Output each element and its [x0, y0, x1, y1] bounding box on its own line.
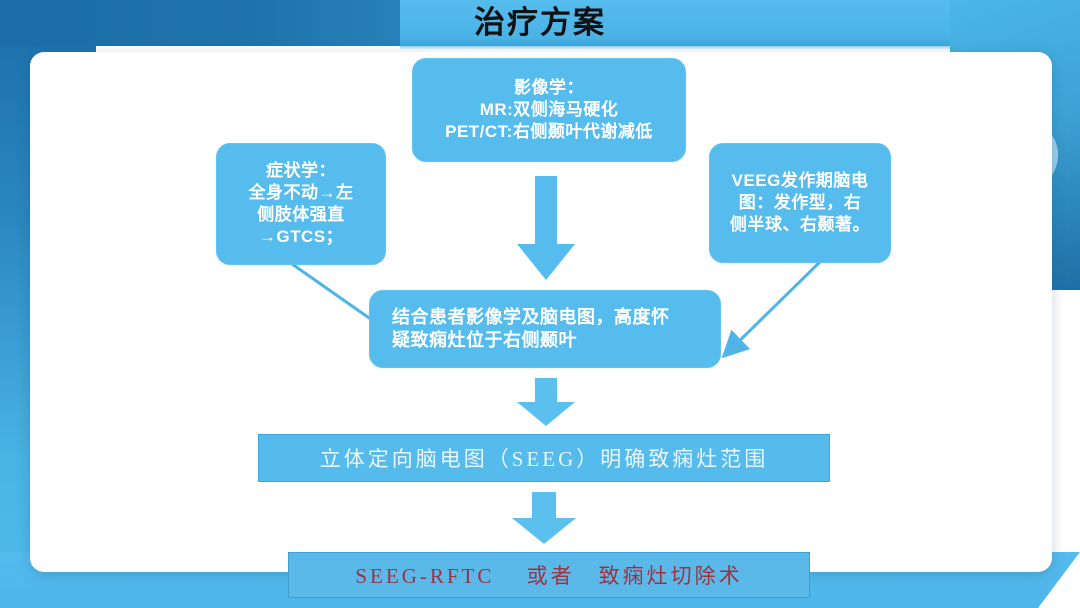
node-imaging-line1: 影像学： — [514, 77, 584, 97]
decor-header-dark-band — [0, 0, 430, 46]
node-seeg-range[interactable]: 立体定向脑电图（SEEG）明确致痫灶范围 — [258, 434, 830, 482]
node-symptomatology[interactable]: 症状学： 全身不动→左 侧肢体强直 →GTCS； — [216, 143, 386, 265]
node-symptom-line2: 全身不动→左 — [248, 182, 354, 202]
arrow-veeg-to-synthesis — [721, 256, 826, 359]
node-imaging[interactable]: 影像学： MR:双侧海马硬化 PET/CT:右侧颞叶代谢减低 — [412, 58, 686, 162]
node-synthesis-line1: 结合患者影像学及脑电图，高度怀 — [392, 306, 670, 327]
page-title: 治疗方案 — [474, 5, 606, 40]
node-veeg-line1: VEEG发作期脑电 — [731, 170, 869, 190]
arrow-imaging-to-synthesis — [517, 176, 575, 280]
node-imaging-line2: MR:双侧海马硬化 — [479, 99, 619, 119]
node-symptom-line3: 侧肢体强直 — [257, 205, 345, 224]
node-veeg-line2: 图：发作型，右 — [738, 192, 862, 212]
node-synthesis[interactable]: 结合患者影像学及脑电图，高度怀 疑致痫灶位于右侧颞叶 — [369, 290, 721, 368]
arrow-synthesis-to-seeg — [517, 378, 575, 426]
node-symptom-line4: →GTCS； — [258, 227, 344, 247]
node-veeg[interactable]: VEEG发作期脑电 图：发作型，右 侧半球、右颞著。 — [709, 143, 891, 263]
node-imaging-line3: PET/CT:右侧颞叶代谢减低 — [445, 122, 653, 142]
node-veeg-line3: 侧半球、右颞著。 — [730, 215, 870, 235]
node-symptom-line1: 症状学： — [266, 160, 336, 180]
node-final-treatment[interactable]: SEEG-RFTC 或者 致痫灶切除术 — [288, 552, 810, 598]
node-synthesis-line2: 疑致痫灶位于右侧颞叶 — [392, 330, 577, 350]
arrow-seeg-to-final — [512, 492, 576, 544]
